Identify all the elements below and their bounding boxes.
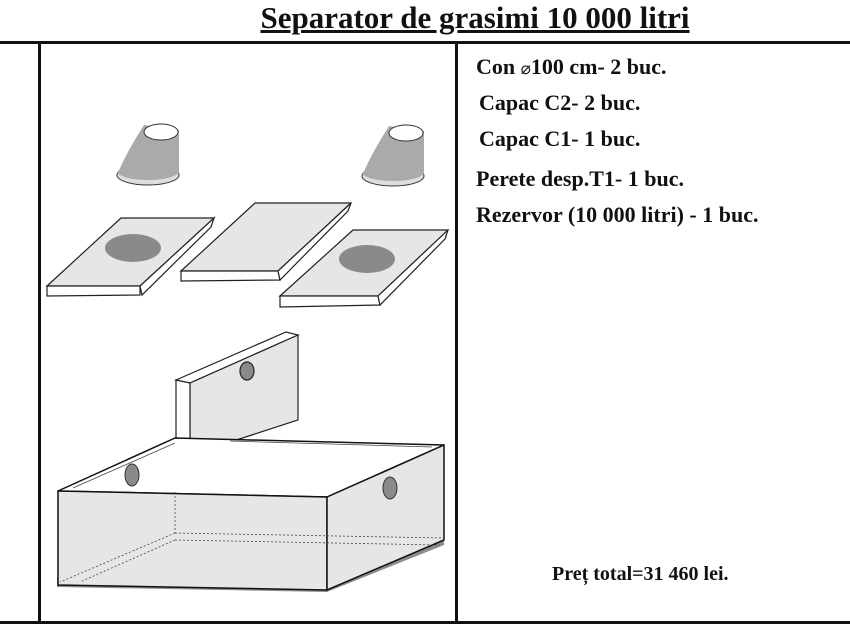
middle-divider [455,42,458,624]
tank-reservoir [57,437,445,592]
top-divider [0,41,850,44]
lid-c1-middle [179,202,353,282]
cone-left [116,123,180,186]
component-capac-c2: Capac C2- 2 buc. [479,90,641,115]
bottom-divider [0,621,850,624]
component-cone: Con ⌀100 cm- 2 buc. [476,54,667,80]
lid-c2-right [278,229,450,308]
component-label: 100 cm- 2 buc. [530,54,667,79]
page-title: Separator de grasimi 10 000 litri [260,0,690,35]
total-price: Preț total=31 460 lei. [552,563,729,585]
diameter-symbol: ⌀ [520,59,531,78]
component-label: Con [476,54,521,79]
component-perete: Perete desp.T1- 1 buc. [476,166,684,191]
left-divider [38,42,41,624]
lid-c2-left [45,215,216,297]
cone-right [361,124,425,187]
component-rezervor: Rezervor (10 000 litri) - 1 buc. [476,202,759,227]
component-capac-c1: Capac C1- 1 buc. [479,126,641,151]
partition-wall-t1 [174,331,300,492]
